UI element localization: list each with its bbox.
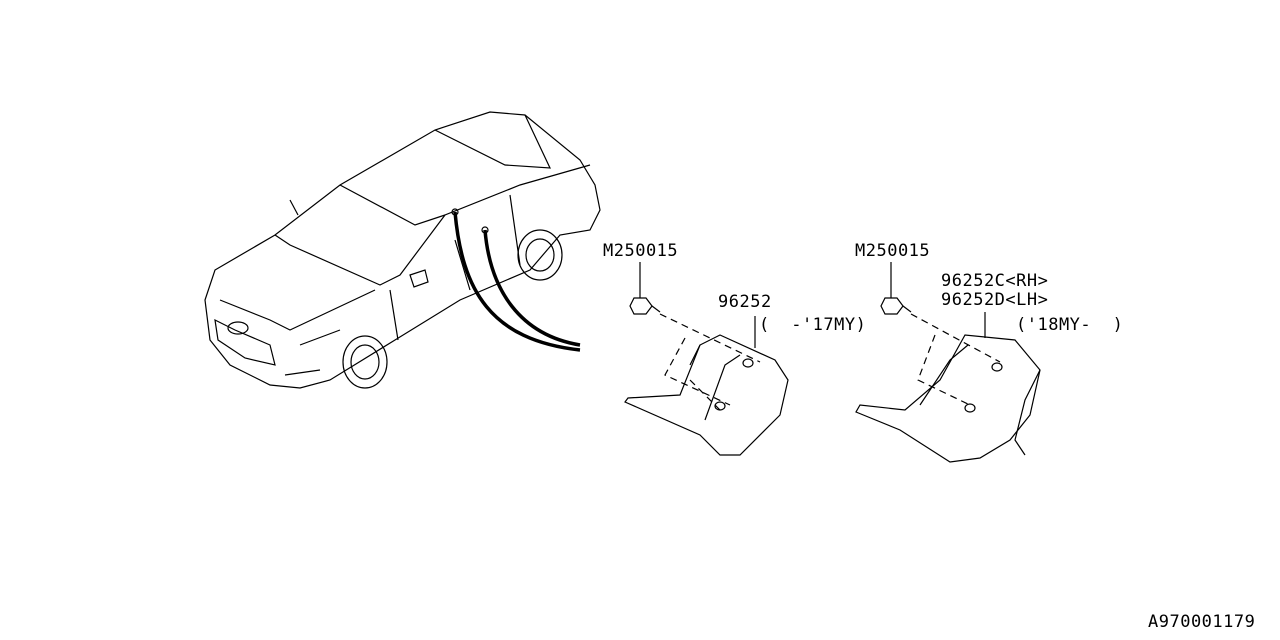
vehicle-illustration [204,111,601,389]
bracket-late-illustration [855,312,1041,463]
callout-part-lh: 96252D<LH> [941,290,1049,310]
bolt-right-illustration [880,262,1001,363]
callout-part-rh: 96252C<RH> [941,271,1049,291]
callout-part-early-note: ( -'17MY) [759,315,867,335]
callout-bolt-right: M250015 [855,241,931,261]
callout-part-early: 96252 [718,292,772,312]
bracket-early-illustration [624,316,789,456]
bolt-left-illustration [629,262,761,363]
diagram-id: A970001179 [1148,612,1256,632]
callout-part-late-note: ('18MY- ) [1016,315,1124,335]
callout-bolt-left: M250015 [603,241,679,261]
